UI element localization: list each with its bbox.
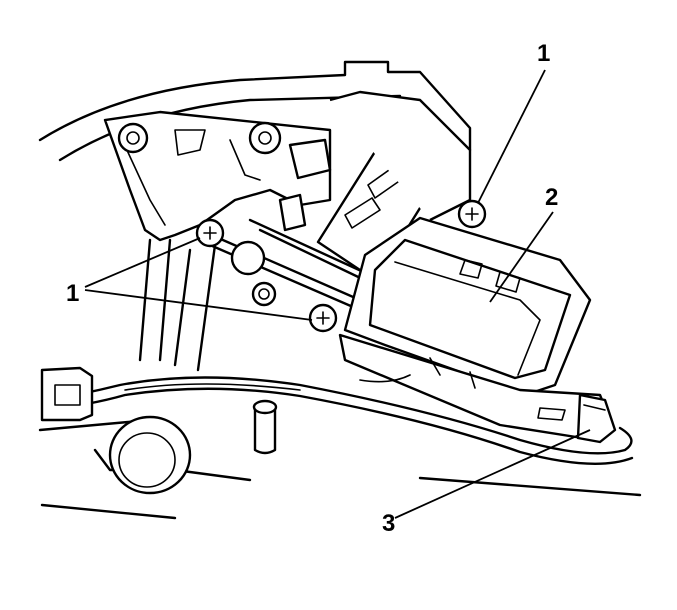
slotted-bracket — [316, 90, 472, 282]
screw-right — [457, 199, 487, 229]
pin-post — [252, 399, 278, 455]
callout-actuator: 2 — [545, 184, 559, 211]
electrical-connector — [576, 393, 617, 444]
door-panel-outline — [38, 60, 642, 520]
linkage-rods — [198, 138, 377, 312]
harness-clip — [40, 366, 94, 422]
callout-connector: 3 — [382, 510, 396, 537]
actuator-housing — [338, 216, 612, 442]
callout-screws-left: 1 — [66, 280, 80, 307]
round-boss — [108, 415, 192, 495]
wire-harness — [43, 374, 634, 465]
screw-left-lower — [308, 303, 338, 333]
callout-screw-right: 1 — [537, 40, 551, 67]
screw-left-upper — [195, 218, 225, 248]
leader-lines — [84, 69, 591, 519]
